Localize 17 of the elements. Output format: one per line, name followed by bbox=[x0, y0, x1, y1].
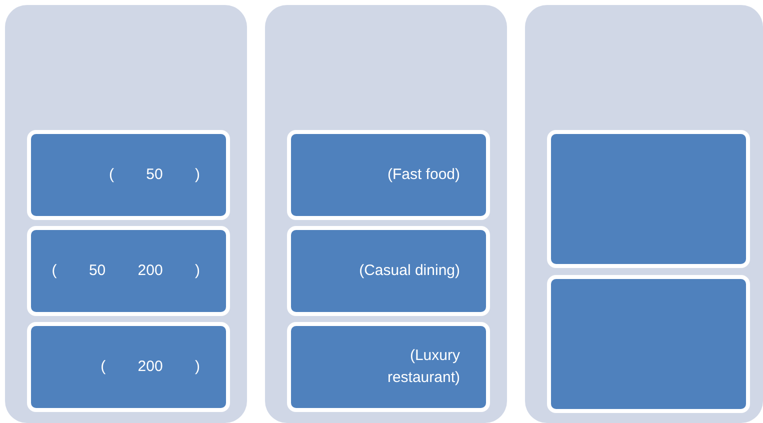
category-box bbox=[27, 130, 230, 220]
category-box bbox=[27, 226, 230, 316]
box-label: (Luxury restaurant) bbox=[386, 346, 460, 388]
category-box bbox=[547, 130, 750, 268]
category-box bbox=[287, 322, 490, 412]
category-box bbox=[287, 130, 490, 220]
category-box bbox=[547, 275, 750, 413]
column-panel bbox=[265, 5, 507, 423]
box-label: (Casual dining) bbox=[359, 261, 460, 281]
category-box bbox=[287, 226, 490, 316]
box-label: ( 50 ) bbox=[108, 165, 200, 185]
box-label: ( 50 200 ) bbox=[52, 261, 200, 281]
category-box bbox=[27, 322, 230, 412]
box-label: ( 200 ) bbox=[100, 357, 200, 377]
box-label: (Fast food) bbox=[387, 165, 460, 185]
column-panel bbox=[5, 5, 247, 423]
column-panel bbox=[525, 5, 763, 423]
